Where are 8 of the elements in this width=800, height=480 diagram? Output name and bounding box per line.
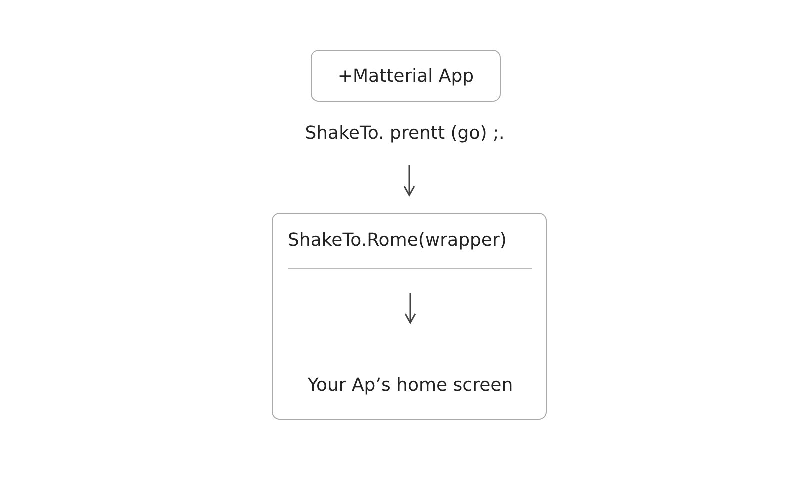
text-label: ShakeTo.Rome(wrapper) (288, 226, 533, 290)
text-label: ShakeTo. prentt (go) ;. (285, 118, 525, 148)
container-box (272, 213, 547, 420)
arrow (404, 293, 416, 324)
process-box (311, 50, 501, 102)
box-label: +Matterial App (338, 66, 474, 86)
text-label: Your Ap’s home screen (283, 326, 538, 402)
arrow (404, 166, 416, 196)
